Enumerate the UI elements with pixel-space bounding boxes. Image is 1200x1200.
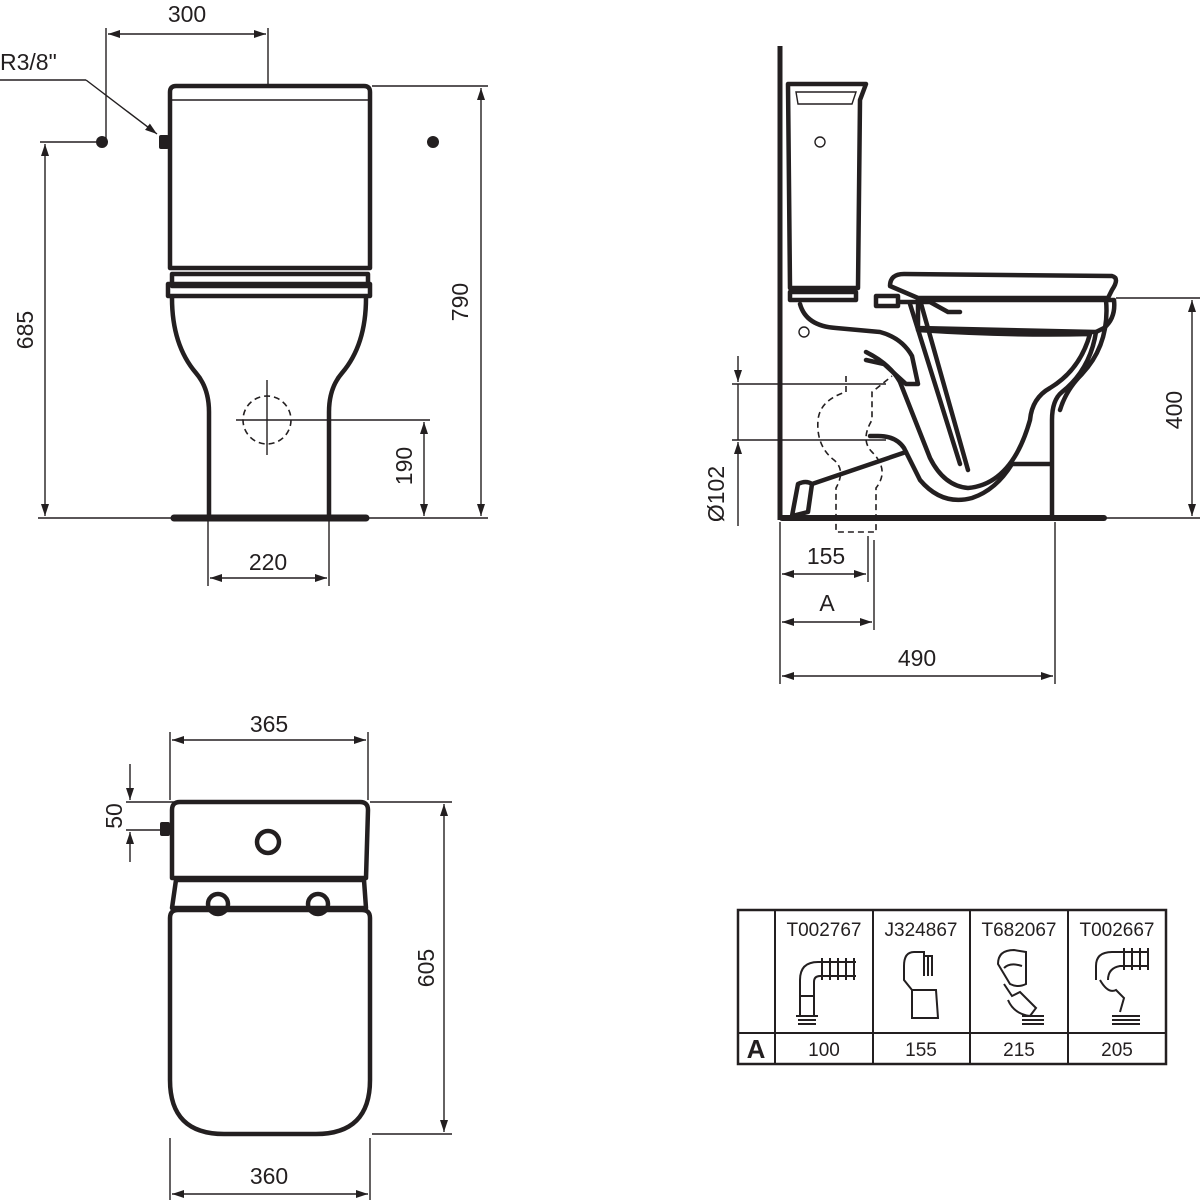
front-seat-line — [165, 281, 373, 299]
table-code-3: T682067 — [981, 920, 1056, 941]
table-code-2: J324867 — [885, 920, 958, 941]
fixing-point-left — [96, 136, 108, 148]
dim-50-label: 50 — [101, 803, 127, 829]
dim-400-label: 400 — [1161, 391, 1187, 429]
top-flush-button — [254, 828, 282, 856]
front-pan — [169, 295, 369, 519]
side-pan — [867, 329, 1099, 519]
front-inlet-valve — [159, 135, 169, 149]
dim-190-label: 190 — [391, 447, 417, 485]
table-value-1: 100 — [808, 1040, 840, 1061]
front-cistern — [167, 83, 373, 271]
top-cistern — [169, 799, 371, 881]
side-outlet-pipe — [817, 375, 893, 533]
outlet-table: A T002767 J324867 T682067 T002667 100 15… — [736, 908, 1168, 1066]
front-view: 300 R3/8" 685 790 190 220 — [0, 1, 488, 586]
dim-685-label: 685 — [12, 311, 38, 349]
table-row-label: A — [747, 1034, 766, 1064]
dim-300-label: 300 — [168, 1, 206, 27]
pan-connector-icon-2 — [903, 951, 940, 1019]
dim-365-label: 365 — [250, 711, 288, 737]
top-lid — [167, 907, 373, 1137]
pan-connector-icon-1 — [796, 958, 856, 1025]
table-code-4: T002667 — [1079, 920, 1154, 941]
top-view: 365 50 605 360 — [101, 711, 452, 1200]
dim-102-label: Ø102 — [703, 466, 729, 522]
fixing-point-right — [427, 136, 439, 148]
side-cistern — [785, 81, 869, 291]
dim-360-label: 360 — [250, 1163, 288, 1189]
dim-605-label: 605 — [413, 949, 439, 987]
dim-155-label: 155 — [807, 543, 845, 569]
side-view: Ø102 400 155 A 490 — [703, 46, 1200, 684]
pan-connector-icon-4 — [1095, 948, 1149, 1025]
pan-connector-icon-3 — [996, 948, 1044, 1025]
dim-220-label: 220 — [249, 549, 287, 575]
table-value-3: 215 — [1003, 1040, 1035, 1061]
table-value-2: 155 — [905, 1040, 937, 1061]
dim-a-label: A — [819, 590, 835, 616]
dim-490-label: 490 — [898, 645, 936, 671]
dim-790-label: 790 — [447, 283, 473, 321]
side-seat — [887, 271, 1119, 301]
table-code-1: T002767 — [786, 920, 861, 941]
thread-label: R3/8" — [0, 49, 57, 75]
table-value-4: 205 — [1101, 1040, 1133, 1061]
